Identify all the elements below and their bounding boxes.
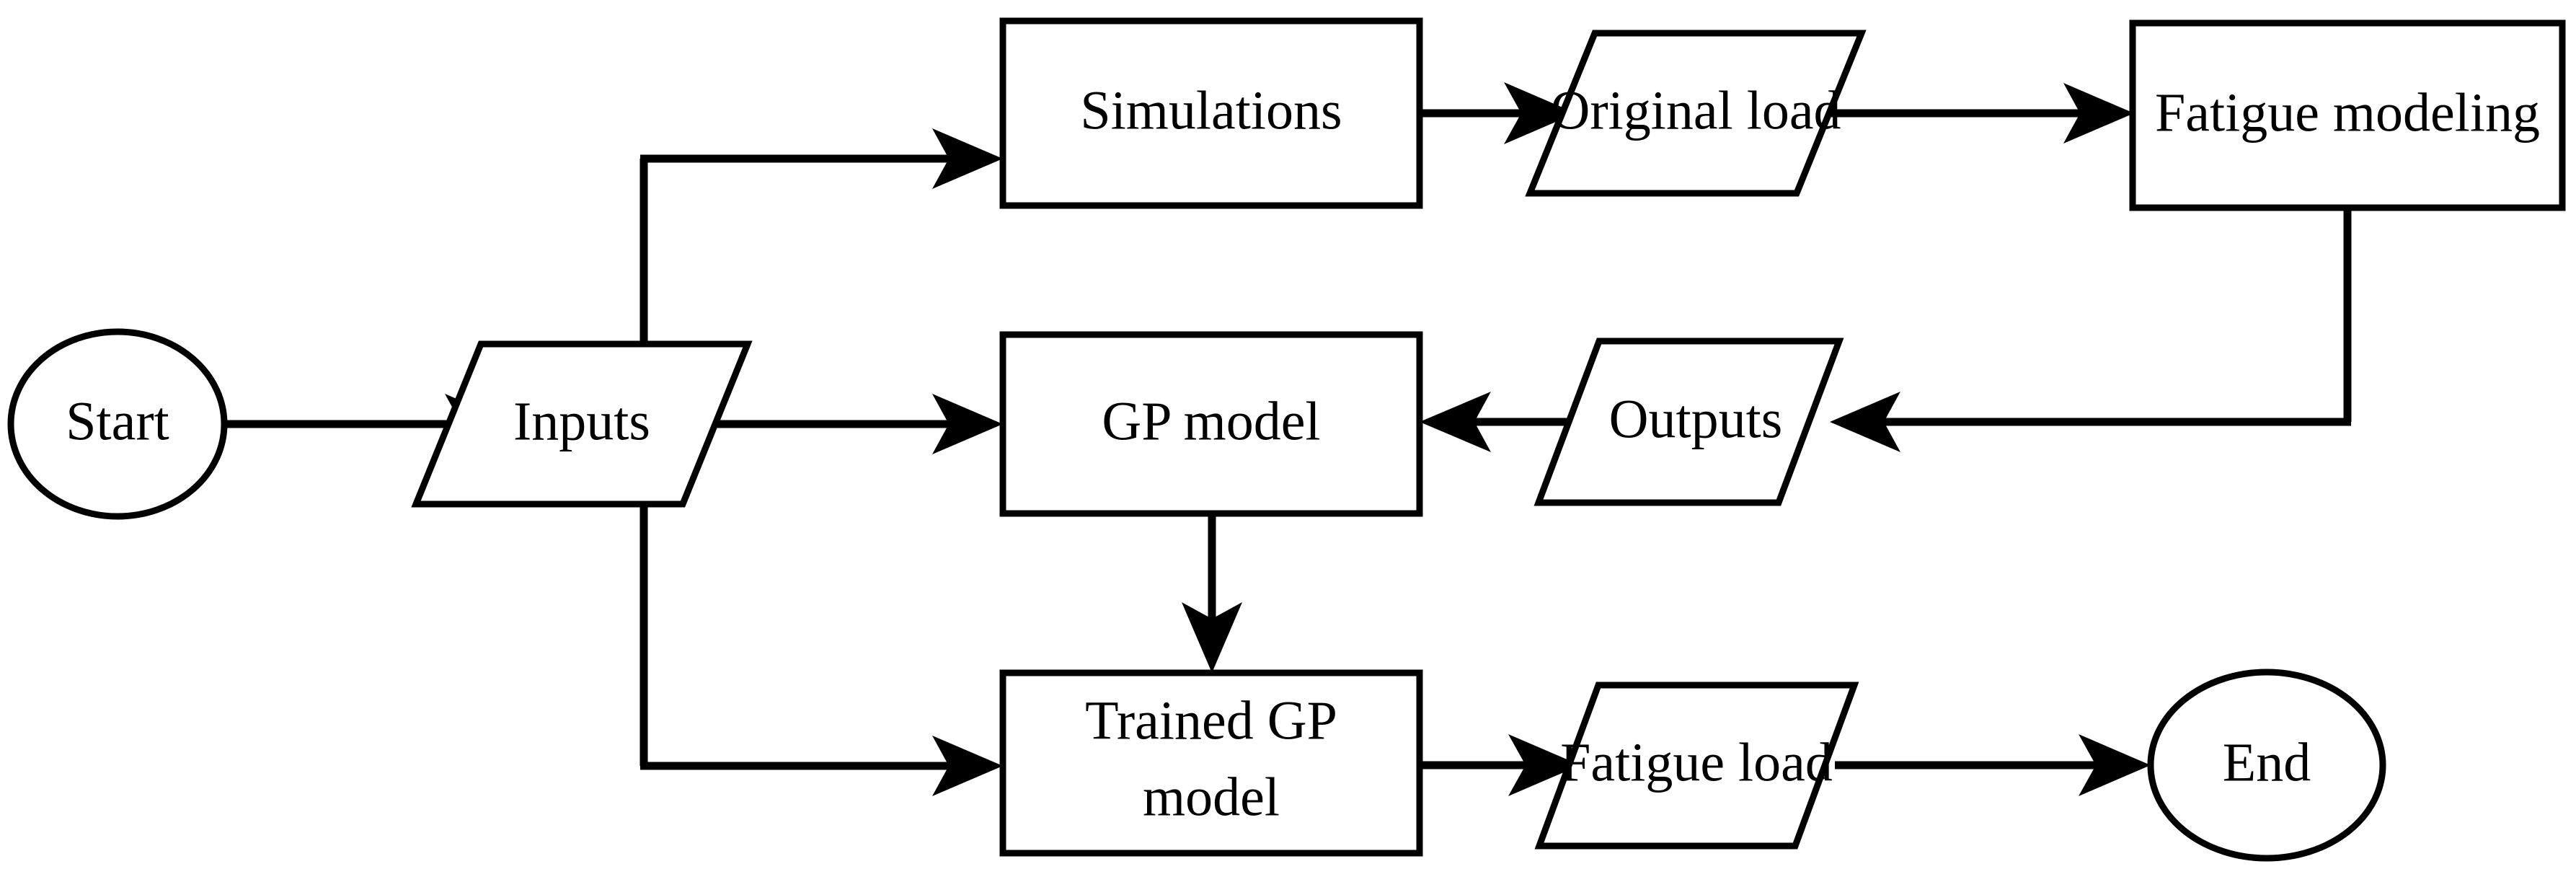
arrow-head-icon (932, 736, 1003, 796)
node-fatigue-modeling[interactable]: Fatigue modeling (2129, 19, 2566, 211)
edge-fatigue-load-to-end (1835, 734, 2151, 796)
arrow-head-icon (1182, 602, 1242, 673)
edge-trained-gp-to-fatigue-load (1420, 734, 1580, 796)
node-gp-model-label: GP model (1102, 391, 1320, 451)
node-start[interactable]: Start (7, 328, 228, 520)
edge-gp-model-to-trained-gp (1182, 513, 1242, 673)
node-fatigue-modeling-label: Fatigue modeling (2155, 82, 2540, 143)
node-outputs[interactable]: Outputs (1533, 338, 1844, 506)
node-fatigue-load[interactable]: Fatigue load (1534, 682, 1859, 850)
node-simulations[interactable]: Simulations (999, 17, 1423, 209)
node-fatigue-load-label: Fatigue load (1560, 732, 1833, 793)
node-original-load-label: Original load (1550, 80, 1841, 141)
edge-inputs-to-trained-gp (640, 736, 1003, 796)
arrow-head-icon (932, 394, 1003, 454)
node-simulations-label: Simulations (1080, 80, 1342, 141)
arrow-head-icon (1420, 392, 1491, 452)
node-trained-gp-model[interactable]: Trained GP model (999, 669, 1423, 857)
node-end[interactable]: End (2147, 669, 2386, 862)
node-original-load[interactable]: Original load (1525, 30, 1867, 197)
node-trained-gp-model-label-line2: model (1143, 767, 1280, 827)
node-trained-gp-model-label-line1: Trained GP (1085, 690, 1337, 751)
arrow-head-icon (1508, 734, 1580, 796)
node-gp-model[interactable]: GP model (999, 331, 1423, 517)
edge-inputs-to-gp-model (717, 394, 1003, 454)
arrow-head-icon (2079, 734, 2151, 796)
node-start-label: Start (66, 391, 169, 451)
arrow-head-icon (1830, 392, 1900, 452)
edge-outputs-to-gp-model (1420, 392, 1572, 452)
node-end-label: End (2223, 732, 2311, 793)
edge-fatigue-modeling-to-outputs (1830, 205, 2352, 452)
node-outputs-label: Outputs (1609, 389, 1783, 449)
edge-original-load-to-fatigue-modeling (1823, 83, 2134, 144)
node-inputs[interactable]: Inputs (411, 340, 753, 508)
arrow-head-icon (932, 128, 1003, 189)
arrow-head-icon (2063, 83, 2134, 144)
node-inputs-label: Inputs (513, 391, 650, 451)
edge-simulations-to-original-load (1420, 82, 1576, 144)
edge-inputs-to-simulations (640, 128, 1003, 189)
arrow-head-icon (1504, 82, 1576, 144)
